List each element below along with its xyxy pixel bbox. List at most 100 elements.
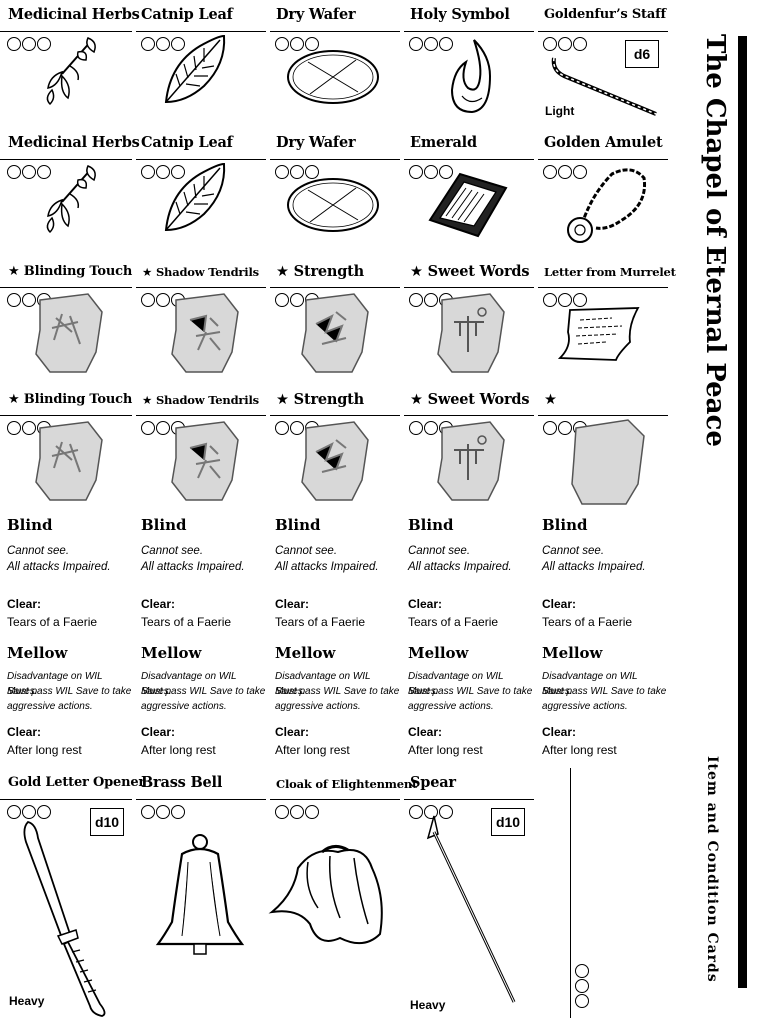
- holy-symbol-icon: [450, 39, 492, 114]
- usage-bubble[interactable]: [7, 37, 21, 51]
- usage-bubble[interactable]: [424, 37, 438, 51]
- usage-bubble[interactable]: [275, 421, 289, 435]
- usage-bubble[interactable]: [22, 421, 36, 435]
- spell-star-icon: ★: [276, 264, 289, 280]
- card-title: Brass Bell: [141, 774, 223, 791]
- wafer-icon: [287, 178, 379, 232]
- clear-label: Clear:: [408, 597, 443, 611]
- usage-bubble[interactable]: [290, 805, 304, 819]
- spear-icon: [426, 815, 516, 1003]
- card-title: ★ Strength: [276, 391, 365, 408]
- usage-bubble[interactable]: [156, 165, 170, 179]
- usage-bubble[interactable]: [22, 37, 36, 51]
- clear-value: After long rest: [542, 743, 617, 757]
- usage-bubble[interactable]: [37, 37, 51, 51]
- card-title: Cloak of Elightenment: [276, 777, 418, 791]
- usage-bubble[interactable]: [275, 37, 289, 51]
- card-title: Golden Amulet: [544, 134, 663, 151]
- usage-bubble[interactable]: [424, 293, 438, 307]
- usage-bubble[interactable]: [409, 37, 423, 51]
- usage-bubbles: [275, 805, 319, 819]
- usage-bubble[interactable]: [275, 165, 289, 179]
- condition-text: Cannot see.: [408, 545, 471, 557]
- usage-bubble[interactable]: [558, 293, 572, 307]
- condition-text: Disadvantage on WIL Saves.: [275, 671, 371, 697]
- usage-bubble[interactable]: [575, 994, 589, 1008]
- usage-bubbles: [543, 165, 587, 179]
- usage-bubble[interactable]: [573, 165, 587, 179]
- usage-bubble[interactable]: [22, 165, 36, 179]
- usage-bubble[interactable]: [275, 805, 289, 819]
- usage-bubble[interactable]: [409, 421, 423, 435]
- usage-bubble[interactable]: [558, 37, 572, 51]
- usage-bubble[interactable]: [543, 165, 557, 179]
- usage-bubble[interactable]: [305, 37, 319, 51]
- usage-bubble[interactable]: [558, 165, 572, 179]
- usage-bubble[interactable]: [543, 293, 557, 307]
- usage-bubble[interactable]: [543, 37, 557, 51]
- usage-bubble[interactable]: [290, 421, 304, 435]
- usage-bubble[interactable]: [275, 293, 289, 307]
- usage-bubble[interactable]: [409, 805, 423, 819]
- usage-bubble[interactable]: [290, 293, 304, 307]
- condition-text: All attacks Impaired.: [275, 561, 379, 573]
- usage-bubble[interactable]: [439, 37, 453, 51]
- usage-bubble[interactable]: [22, 293, 36, 307]
- usage-bubble[interactable]: [7, 165, 21, 179]
- usage-bubble[interactable]: [409, 293, 423, 307]
- clear-label: Clear:: [542, 597, 577, 611]
- divider: [570, 768, 571, 1018]
- condition-text: Disadvantage on WIL Saves.: [542, 671, 638, 697]
- clear-label: Clear:: [141, 597, 176, 611]
- condition-text: aggressive actions.: [542, 701, 628, 712]
- usage-bubble[interactable]: [156, 293, 170, 307]
- usage-bubble[interactable]: [156, 421, 170, 435]
- usage-bubble[interactable]: [575, 979, 589, 993]
- usage-bubble[interactable]: [141, 165, 155, 179]
- usage-bubble[interactable]: [575, 964, 589, 978]
- usage-bubble[interactable]: [37, 165, 51, 179]
- card-title: ★ Sweet Words: [410, 263, 530, 280]
- clear-value: After long rest: [275, 743, 350, 757]
- condition-text: aggressive actions.: [7, 701, 93, 712]
- condition-text: aggressive actions.: [275, 701, 361, 712]
- usage-bubble[interactable]: [543, 421, 557, 435]
- usage-bubble[interactable]: [156, 805, 170, 819]
- usage-bubble[interactable]: [305, 165, 319, 179]
- condition-text: Cannot see.: [275, 545, 338, 557]
- usage-bubble[interactable]: [409, 165, 423, 179]
- condition-text: Disadvantage on WIL Saves.: [7, 671, 103, 697]
- usage-bubble[interactable]: [141, 805, 155, 819]
- clear-label: Clear:: [275, 725, 310, 739]
- usage-bubble[interactable]: [439, 165, 453, 179]
- usage-bubble[interactable]: [290, 165, 304, 179]
- condition-text: Must pass WIL Save to take: [7, 686, 132, 697]
- usage-bubble[interactable]: [573, 293, 587, 307]
- usage-bubble[interactable]: [171, 165, 185, 179]
- usage-bubble[interactable]: [424, 421, 438, 435]
- spell-star-icon: ★: [544, 392, 557, 408]
- usage-bubble[interactable]: [439, 805, 453, 819]
- usage-bubble[interactable]: [7, 421, 21, 435]
- emerald-icon: [428, 172, 508, 238]
- card-title: Medicinal Herbs: [8, 6, 140, 23]
- usage-bubble[interactable]: [141, 421, 155, 435]
- usage-bubble[interactable]: [22, 805, 36, 819]
- usage-bubble[interactable]: [558, 421, 572, 435]
- usage-bubble[interactable]: [141, 37, 155, 51]
- usage-bubble[interactable]: [7, 805, 21, 819]
- usage-bubble[interactable]: [171, 805, 185, 819]
- usage-bubble[interactable]: [156, 37, 170, 51]
- usage-bubble[interactable]: [37, 805, 51, 819]
- usage-bubble[interactable]: [305, 805, 319, 819]
- usage-bubble[interactable]: [424, 165, 438, 179]
- usage-bubble[interactable]: [290, 37, 304, 51]
- usage-bubble[interactable]: [7, 293, 21, 307]
- usage-bubble[interactable]: [424, 805, 438, 819]
- clear-value: Tears of a Faerie: [542, 615, 633, 629]
- usage-bubble[interactable]: [171, 37, 185, 51]
- condition-title: Mellow: [141, 644, 202, 662]
- usage-bubble[interactable]: [573, 37, 587, 51]
- usage-bubble[interactable]: [141, 293, 155, 307]
- usage-bubbles: [409, 37, 453, 51]
